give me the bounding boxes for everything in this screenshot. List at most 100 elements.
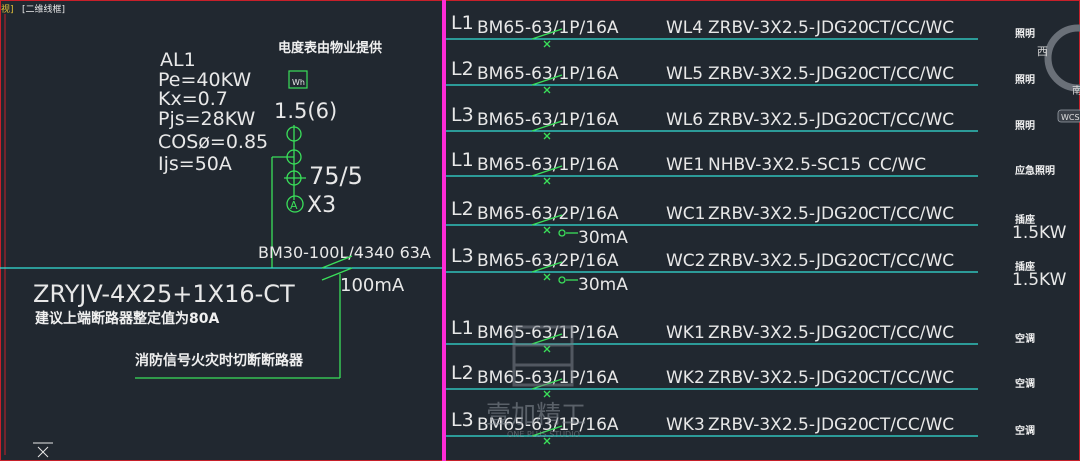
watermark-cn: 壹加精工: [486, 400, 586, 429]
panel-parameters: AL1 Pe=40KW Kx=0.7 Pjs=28KW COSø=0.85 Ij…: [158, 49, 268, 175]
branch-breaker-symbol: [531, 165, 563, 177]
circuit-laying: CT/CC/WC: [868, 64, 954, 84]
meter-wh-label: Wh: [292, 78, 305, 87]
circuit-id: WC2: [666, 251, 706, 271]
watermark: 壹加精工 ONE PLUS STUDIO: [486, 325, 586, 439]
ct-ratio: 75/5: [309, 162, 363, 190]
circuit-id: WK2: [666, 368, 705, 388]
meter-rating: 1.5(6): [274, 99, 337, 123]
circuit-phase: L1: [451, 317, 474, 339]
branch-breaker-symbol: [531, 425, 563, 437]
circuit-use: 插座: [1015, 260, 1035, 273]
param-ijs: Ijs=50A: [158, 153, 232, 175]
rcd-coil-icon: [558, 276, 566, 284]
circuit-phase: L2: [451, 362, 474, 384]
watt-hour-meter-icon: [288, 70, 308, 89]
ct-coil-icon: [286, 126, 302, 142]
circuit-use: 插座: [1015, 213, 1035, 226]
compass-west[interactable]: 西: [1037, 45, 1048, 58]
branch-breaker-symbol: [531, 333, 563, 345]
circuit-laying: CT/CC/WC: [868, 415, 954, 435]
circuit-use: 空调: [1015, 332, 1035, 345]
main-breaker-symbol: [321, 255, 353, 269]
circuit-phase: L2: [451, 58, 474, 80]
branch-breaker-symbol: [531, 214, 563, 226]
circuit-cable: ZRBV-3X2.5-JDG20: [708, 204, 869, 224]
circuit-cable: ZRBV-3X2.5-JDG20: [708, 415, 869, 435]
branch-breaker-symbol: [531, 261, 563, 273]
incoming-feeder: BM30-100L/4340 63A 100mA ZRYJV-4X25+1X16…: [0, 243, 444, 458]
circuit-breaker: BM65-63/2P/16A: [477, 204, 619, 224]
circuit-id: WL6: [666, 110, 703, 130]
compass-south[interactable]: 南: [1072, 84, 1080, 97]
wcs-button[interactable]: [1057, 109, 1080, 123]
rcd-coil-icon: [558, 229, 566, 237]
circuit-breaker: BM65-63/1P/16A: [477, 110, 619, 130]
circuit-laying: CT/CC/WC: [868, 18, 954, 38]
circuit-laying: CT/CC/WC: [868, 323, 954, 343]
branch-breaker-symbol: [531, 120, 563, 132]
circuit-id: WL5: [666, 64, 703, 84]
circuit-laying: CC/WC: [868, 155, 926, 175]
circuit-cable: ZRBV-3X2.5-JDG20: [708, 251, 869, 271]
circuit-use: 空调: [1015, 377, 1035, 390]
compass-ring[interactable]: [1044, 24, 1080, 92]
circuit-use: 应急照明: [1015, 164, 1055, 177]
circuit-phase: L1: [451, 149, 474, 171]
circuit-power: 1.5KW: [1012, 223, 1067, 243]
circuit-laying: CT/CC/WC: [868, 251, 954, 271]
circuit-id: WC1: [666, 204, 706, 224]
meter-group: 电度表由物业提供 Wh 1.5(6) 75/5 A X3: [271, 40, 382, 268]
circuit-phase: L3: [451, 409, 474, 431]
circuit-cable: ZRBV-3X2.5-JDG20: [708, 64, 869, 84]
branch-breaker-symbol: [531, 74, 563, 86]
circuit-breaker: BM65-63/1P/16A: [477, 155, 619, 175]
viewport-style-label[interactable]: [二维线框]: [22, 3, 65, 15]
circuit-id: WK1: [666, 323, 705, 343]
viewport-control[interactable]: 视] [二维线框]: [1, 3, 65, 15]
circuit-phase: L2: [451, 198, 474, 220]
panel-name: AL1: [160, 49, 196, 71]
svg-text:A: A: [290, 199, 298, 212]
circuit-phase: L3: [451, 245, 474, 267]
circuit-breaker: BM65-63/1P/16A: [477, 323, 619, 343]
circuit-cable: NHBV-3X2.5-SC15: [708, 155, 861, 175]
watermark-en: ONE PLUS STUDIO: [507, 430, 580, 439]
circuit-cable: ZRBV-3X2.5-JDG20: [708, 323, 869, 343]
circuit-breaker: BM65-63/1P/16A: [477, 368, 619, 388]
incoming-cable: ZRYJV-4X25+1X16-CT: [33, 280, 295, 308]
param-pe: Pe=40KW: [158, 69, 251, 91]
circuit-breaker: BM65-63/2P/16A: [477, 251, 619, 271]
param-cos: COSø=0.85: [158, 131, 268, 153]
main-leak-current: 100mA: [340, 275, 405, 296]
circuit-cable: ZRBV-3X2.5-JDG20: [708, 18, 869, 38]
branch-breaker-symbol: [531, 28, 563, 40]
circuit-id: WK3: [666, 415, 705, 435]
ammeter-count: X3: [307, 193, 336, 218]
circuit-laying: CT/CC/WC: [868, 204, 954, 224]
watermark-logo-icon: [512, 325, 574, 387]
circuit-id: WL4: [666, 18, 703, 38]
circuit-use: 照明: [1015, 28, 1035, 40]
meter-note: 电度表由物业提供: [278, 40, 382, 56]
circuit-use: 空调: [1015, 424, 1035, 437]
viewport-prefix[interactable]: 视]: [1, 3, 14, 15]
circuit-cable: ZRBV-3X2.5-JDG20: [708, 110, 869, 130]
wcs-label[interactable]: WCS: [1061, 113, 1080, 122]
circuit-id: WE1: [666, 155, 704, 175]
view-cube[interactable]: 西 南 WCS: [1037, 24, 1080, 123]
circuit-power: 1.5KW: [1012, 270, 1067, 290]
circuit-laying: CT/CC/WC: [868, 368, 954, 388]
circuit-cable: ZRBV-3X2.5-JDG20: [708, 368, 869, 388]
